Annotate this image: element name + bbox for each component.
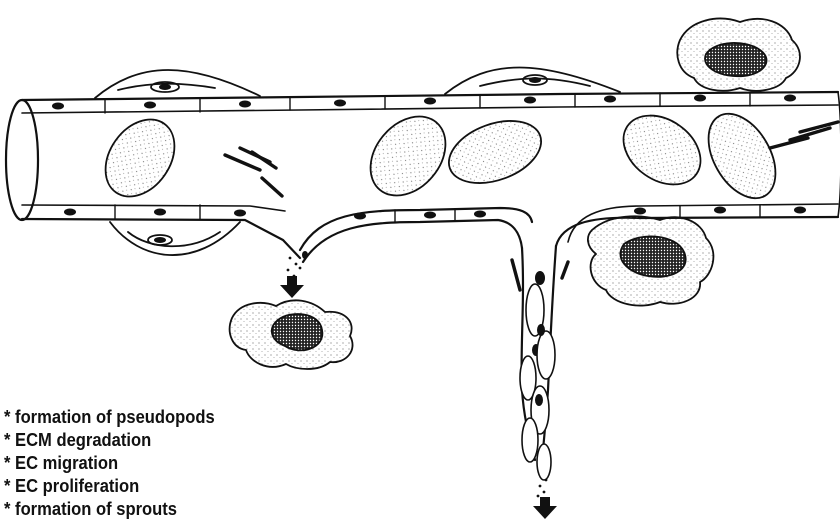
step-ecm-degradation: ECM degradation [4, 429, 215, 452]
step-pseudopods: formation of pseudopods [4, 406, 215, 429]
step-ec-proliferation: EC proliferation [4, 475, 215, 498]
step-ec-migration: EC migration [4, 452, 215, 475]
process-steps-list: formation of pseudopods ECM degradation … [4, 406, 233, 521]
red-blood-cells [91, 101, 789, 210]
down-arrow-2 [533, 497, 557, 519]
macrophage-bottom [230, 300, 353, 369]
macrophage-right [588, 216, 714, 305]
macrophage-top [677, 19, 800, 91]
sprout-cells [520, 284, 555, 480]
down-arrow-1 [280, 276, 304, 298]
migration-trail [287, 257, 548, 498]
step-sprout-formation: formation of sprouts [4, 498, 215, 521]
